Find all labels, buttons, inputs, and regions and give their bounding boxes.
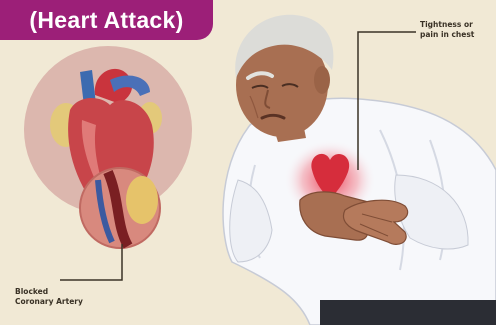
page-title: (Heart Attack) <box>29 7 183 34</box>
blocked-artery-label-line1: Blocked <box>15 287 125 297</box>
artery-plaque-icon <box>126 176 158 224</box>
blocked-artery-label: Blocked Coronary Artery <box>15 287 125 307</box>
chest-pain-label-line2: pain in chest <box>420 30 492 40</box>
trousers <box>320 300 496 325</box>
ear-icon <box>314 66 330 94</box>
chest-pain-label-line1: Tightness or <box>420 20 492 30</box>
chest-pain-label: Tightness or pain in chest <box>420 20 492 40</box>
heart-diagram <box>24 46 192 248</box>
artery-callout-line <box>60 244 122 280</box>
title-banner: (Heart Attack) <box>0 0 213 40</box>
blocked-artery-label-line2: Coronary Artery <box>15 297 125 307</box>
man-illustration <box>223 15 496 325</box>
